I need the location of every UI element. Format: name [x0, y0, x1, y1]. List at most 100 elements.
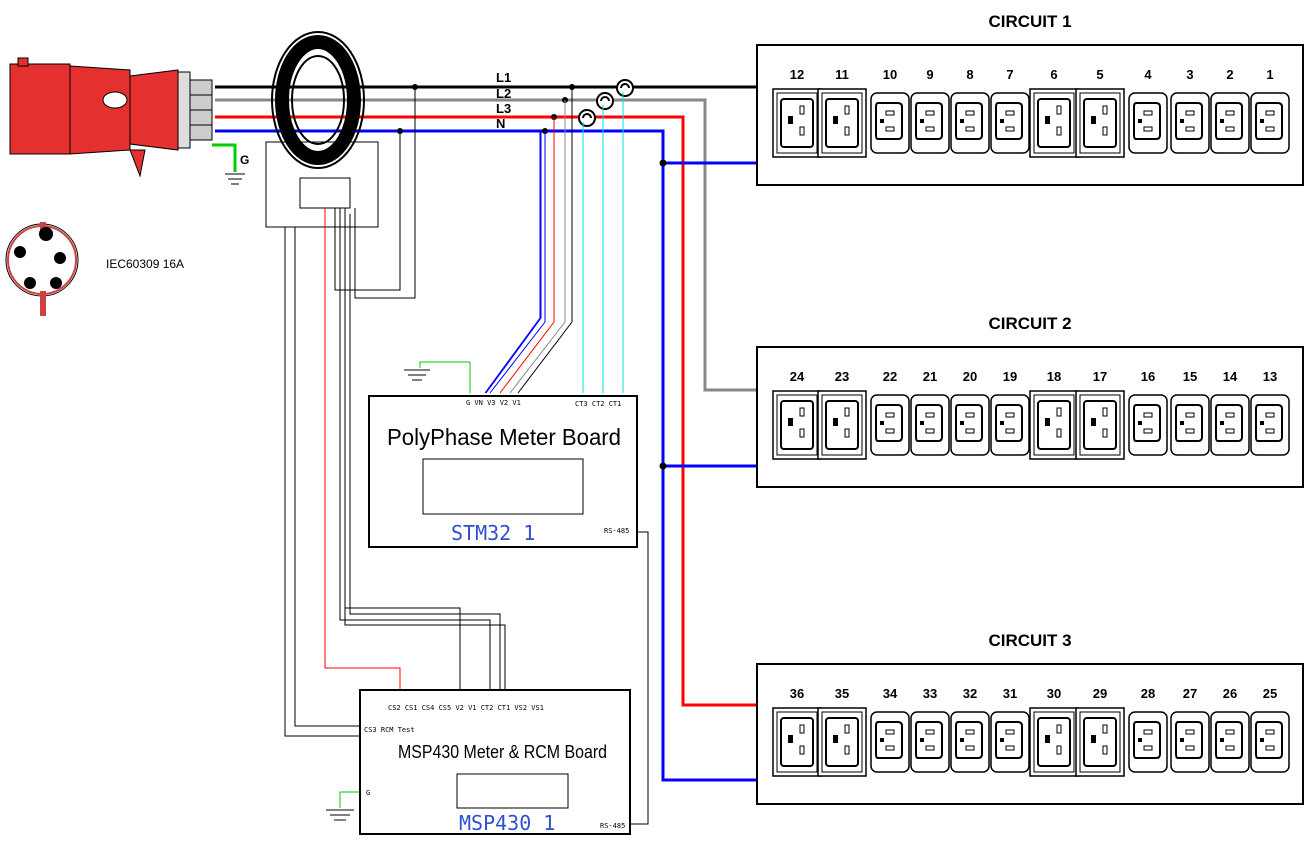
outlet-number: 2	[1226, 67, 1233, 82]
outlet-number: 5	[1096, 67, 1103, 82]
plug-label: IEC60309 16A	[106, 257, 184, 271]
c19-outlet-icon	[817, 707, 867, 777]
outlet-number: 25	[1263, 686, 1277, 701]
outlet-number: 8	[966, 67, 973, 82]
stm-pins-left: G VN V3 V2 V1	[466, 399, 521, 407]
outlet-number: 19	[1003, 369, 1017, 384]
outlet-number: 12	[790, 67, 804, 82]
label-l1: L1	[496, 70, 511, 85]
circuit-title: CIRCUIT 3	[988, 631, 1071, 650]
stm-board: G VN V3 V2 V1 CT3 CT2 CT1 PolyPhase Mete…	[368, 395, 638, 548]
outlet-number: 29	[1093, 686, 1107, 701]
c19-outlet-icon	[772, 707, 822, 777]
c13-outlet-icon	[1128, 711, 1168, 773]
outlet-number: 16	[1141, 369, 1155, 384]
outlet-number: 6	[1050, 67, 1057, 82]
plug-ground: G	[212, 143, 249, 185]
msp-board-id: MSP430 1	[459, 811, 555, 835]
c19-outlet-icon	[1075, 88, 1125, 158]
circuit-title: CIRCUIT 1	[988, 12, 1071, 31]
outlet-number: 32	[963, 686, 977, 701]
msp-display	[456, 773, 569, 809]
msp-ground-symbol	[326, 809, 354, 821]
outlet-number: 13	[1263, 369, 1277, 384]
outlet-number: 23	[835, 369, 849, 384]
outlet-number: 34	[883, 686, 898, 701]
c19-outlet-icon	[1075, 390, 1125, 460]
stm-display	[422, 458, 584, 515]
plug-face-icon	[5, 222, 79, 316]
c19-outlet-icon	[1029, 390, 1079, 460]
outlet-number: 9	[926, 67, 933, 82]
c13-outlet-icon	[950, 711, 990, 773]
stm-rs485: RS-485	[604, 527, 629, 535]
msp-board-title: MSP430 Meter & RCM Board	[398, 742, 607, 762]
label-l2: L2	[496, 86, 511, 101]
msp-pins-top: CS2 CS1 CS4 CS5 V2 V1 CT2 CT1 VS2 VS1	[388, 704, 544, 712]
msp-board: CS2 CS1 CS4 CS5 V2 V1 CT2 CT1 VS2 VS1 CS…	[359, 689, 631, 835]
outlet-number: 3	[1186, 67, 1193, 82]
c13-outlet-icon	[990, 92, 1030, 154]
outlet-number: 15	[1183, 369, 1197, 384]
outlet-number: 26	[1223, 686, 1237, 701]
wire-l3	[215, 115, 757, 707]
c13-outlet-icon	[950, 92, 990, 154]
wire-n-c3	[661, 466, 757, 782]
stm-board-id: STM32 1	[451, 521, 535, 545]
outlet-number: 18	[1047, 369, 1061, 384]
outlet-number: 27	[1183, 686, 1197, 701]
stm-pins-right: CT3 CT2 CT1	[575, 400, 621, 408]
label-n: N	[496, 116, 505, 131]
c19-outlet-icon	[1029, 707, 1079, 777]
iec-plug	[9, 57, 213, 178]
c13-outlet-icon	[910, 394, 950, 456]
msp-signal-wires	[284, 87, 649, 825]
outlet-number: 31	[1003, 686, 1017, 701]
outlet-number: 7	[1006, 67, 1013, 82]
outlet-number: 10	[883, 67, 897, 82]
outlet-number: 36	[790, 686, 804, 701]
outlet-number: 21	[923, 369, 937, 384]
circuit-title: CIRCUIT 2	[988, 314, 1071, 333]
c13-outlet-icon	[1210, 711, 1250, 773]
c13-outlet-icon	[1250, 92, 1290, 154]
c13-outlet-icon	[1128, 92, 1168, 154]
c13-outlet-icon	[1250, 394, 1290, 456]
outlet-number: 22	[883, 369, 897, 384]
c13-outlet-icon	[870, 711, 910, 773]
msp-g-label: G	[366, 789, 370, 797]
plug-ground-label: G	[240, 153, 249, 167]
outlet-number: 35	[835, 686, 849, 701]
c19-outlet-icon	[772, 390, 822, 460]
c13-outlet-icon	[1170, 711, 1210, 773]
label-l3: L3	[496, 101, 511, 116]
outlet-number: 28	[1141, 686, 1155, 701]
c13-outlet-icon	[870, 394, 910, 456]
outlet-number: 30	[1047, 686, 1061, 701]
outlet-number: 24	[790, 369, 805, 384]
c13-outlet-icon	[1250, 711, 1290, 773]
c19-outlet-icon	[772, 88, 822, 158]
c13-outlet-icon	[990, 711, 1030, 773]
c13-outlet-icon	[1170, 92, 1210, 154]
c13-outlet-icon	[910, 92, 950, 154]
outlet-number: 33	[923, 686, 937, 701]
outlet-number: 1	[1266, 67, 1273, 82]
c19-outlet-icon	[1075, 707, 1125, 777]
c13-outlet-icon	[910, 711, 950, 773]
circuit-1: CIRCUIT 1 12 11 10 9 8 7 6 5 4 3 2 1	[756, 12, 1304, 186]
outlet-number: 17	[1093, 369, 1107, 384]
rcm-toroid	[265, 31, 379, 228]
msp-rs485: RS-485	[600, 822, 625, 830]
outlet-number: 14	[1223, 369, 1238, 384]
c13-outlet-icon	[990, 394, 1030, 456]
c13-outlet-icon	[1128, 394, 1168, 456]
outlet-number: 11	[835, 67, 849, 82]
c13-outlet-icon	[870, 92, 910, 154]
outlet-number: 4	[1144, 67, 1152, 82]
circuit-3: CIRCUIT 3 36 35 34 33 32 31 30 29 28 27 26 25	[756, 631, 1304, 805]
c13-outlet-icon	[1210, 92, 1250, 154]
